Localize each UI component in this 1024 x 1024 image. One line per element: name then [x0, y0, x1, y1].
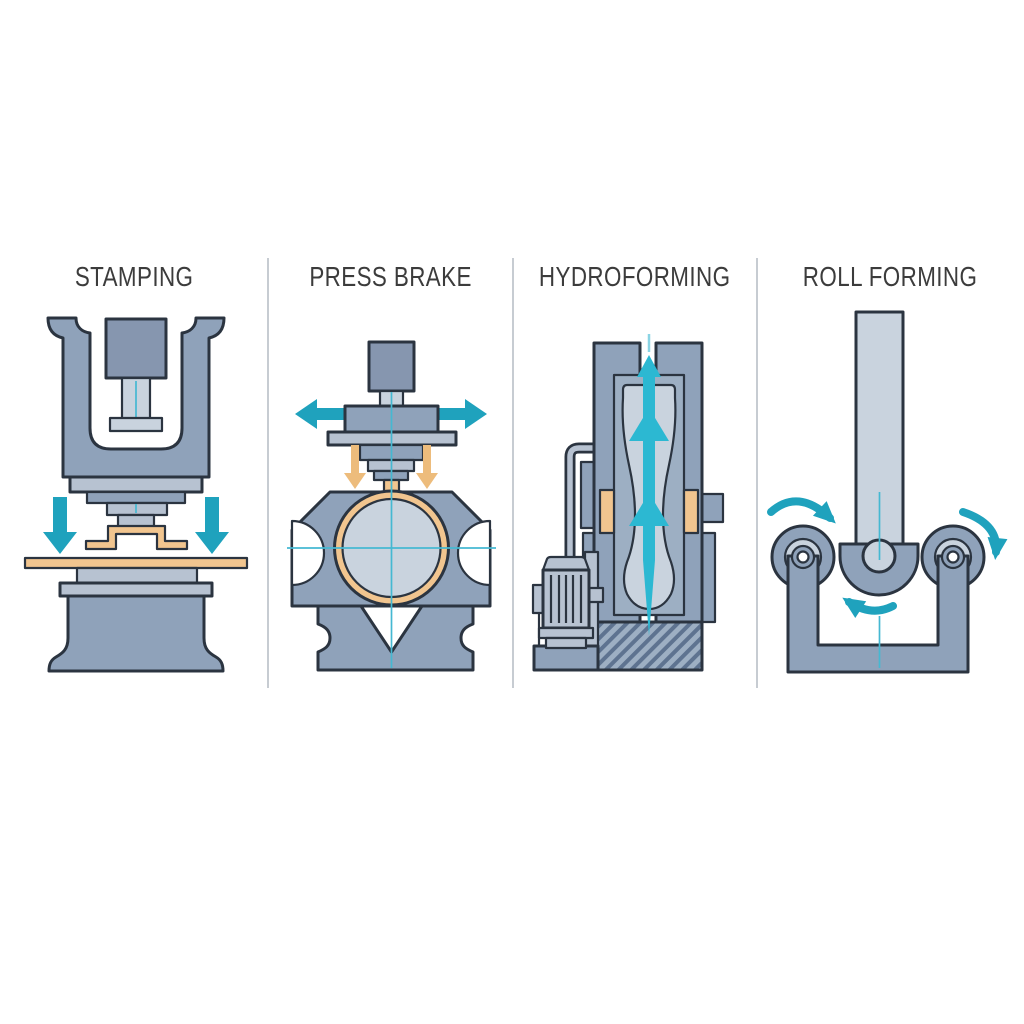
roll-forming-title: ROLL FORMING: [802, 261, 978, 292]
supply-pipe: [564, 442, 598, 588]
right-stub: [700, 492, 725, 524]
ram-block: [367, 340, 416, 393]
seal: [682, 488, 700, 535]
v-die: [316, 604, 475, 672]
rotation-arrow-icon: [767, 497, 836, 524]
press-ram: [104, 317, 168, 433]
housing-notch: [290, 519, 326, 587]
roller-hub: [790, 544, 966, 570]
pressure-up-arrow-icon: [629, 334, 669, 636]
pump-motor: [531, 555, 605, 650]
rotation-arrow-icon: [842, 597, 897, 619]
press-brake-title: PRESS BRAKE: [309, 261, 472, 292]
down-arrow-icon: [195, 497, 229, 554]
down-arrow-icon: [416, 445, 438, 489]
press-base: [47, 594, 225, 673]
panel-divider: [267, 258, 269, 688]
hydroforming-title: HYDROFORMING: [538, 261, 731, 292]
metal-sheet: [23, 556, 249, 570]
press-shoulder: [68, 475, 204, 530]
roll-forming-illustration: [767, 310, 1008, 674]
press-brake-illustration: [287, 340, 496, 672]
panel-divider: [512, 258, 514, 688]
pump-base: [532, 644, 600, 672]
housing-notch: [456, 519, 492, 587]
rotation-arrow-icon: [959, 508, 1008, 560]
stamping-title: STAMPING: [74, 261, 194, 292]
formed-hat-part: [84, 524, 189, 551]
panel-divider: [756, 258, 758, 688]
seal: [598, 488, 616, 535]
down-arrow-icon: [43, 497, 77, 554]
lower-die: [58, 566, 214, 598]
hydroforming-illustration: [531, 334, 725, 672]
down-arrow-icon: [344, 445, 366, 489]
crosshair: [287, 392, 496, 668]
punch-foot: [108, 416, 164, 433]
stamping-illustration: [23, 316, 249, 673]
